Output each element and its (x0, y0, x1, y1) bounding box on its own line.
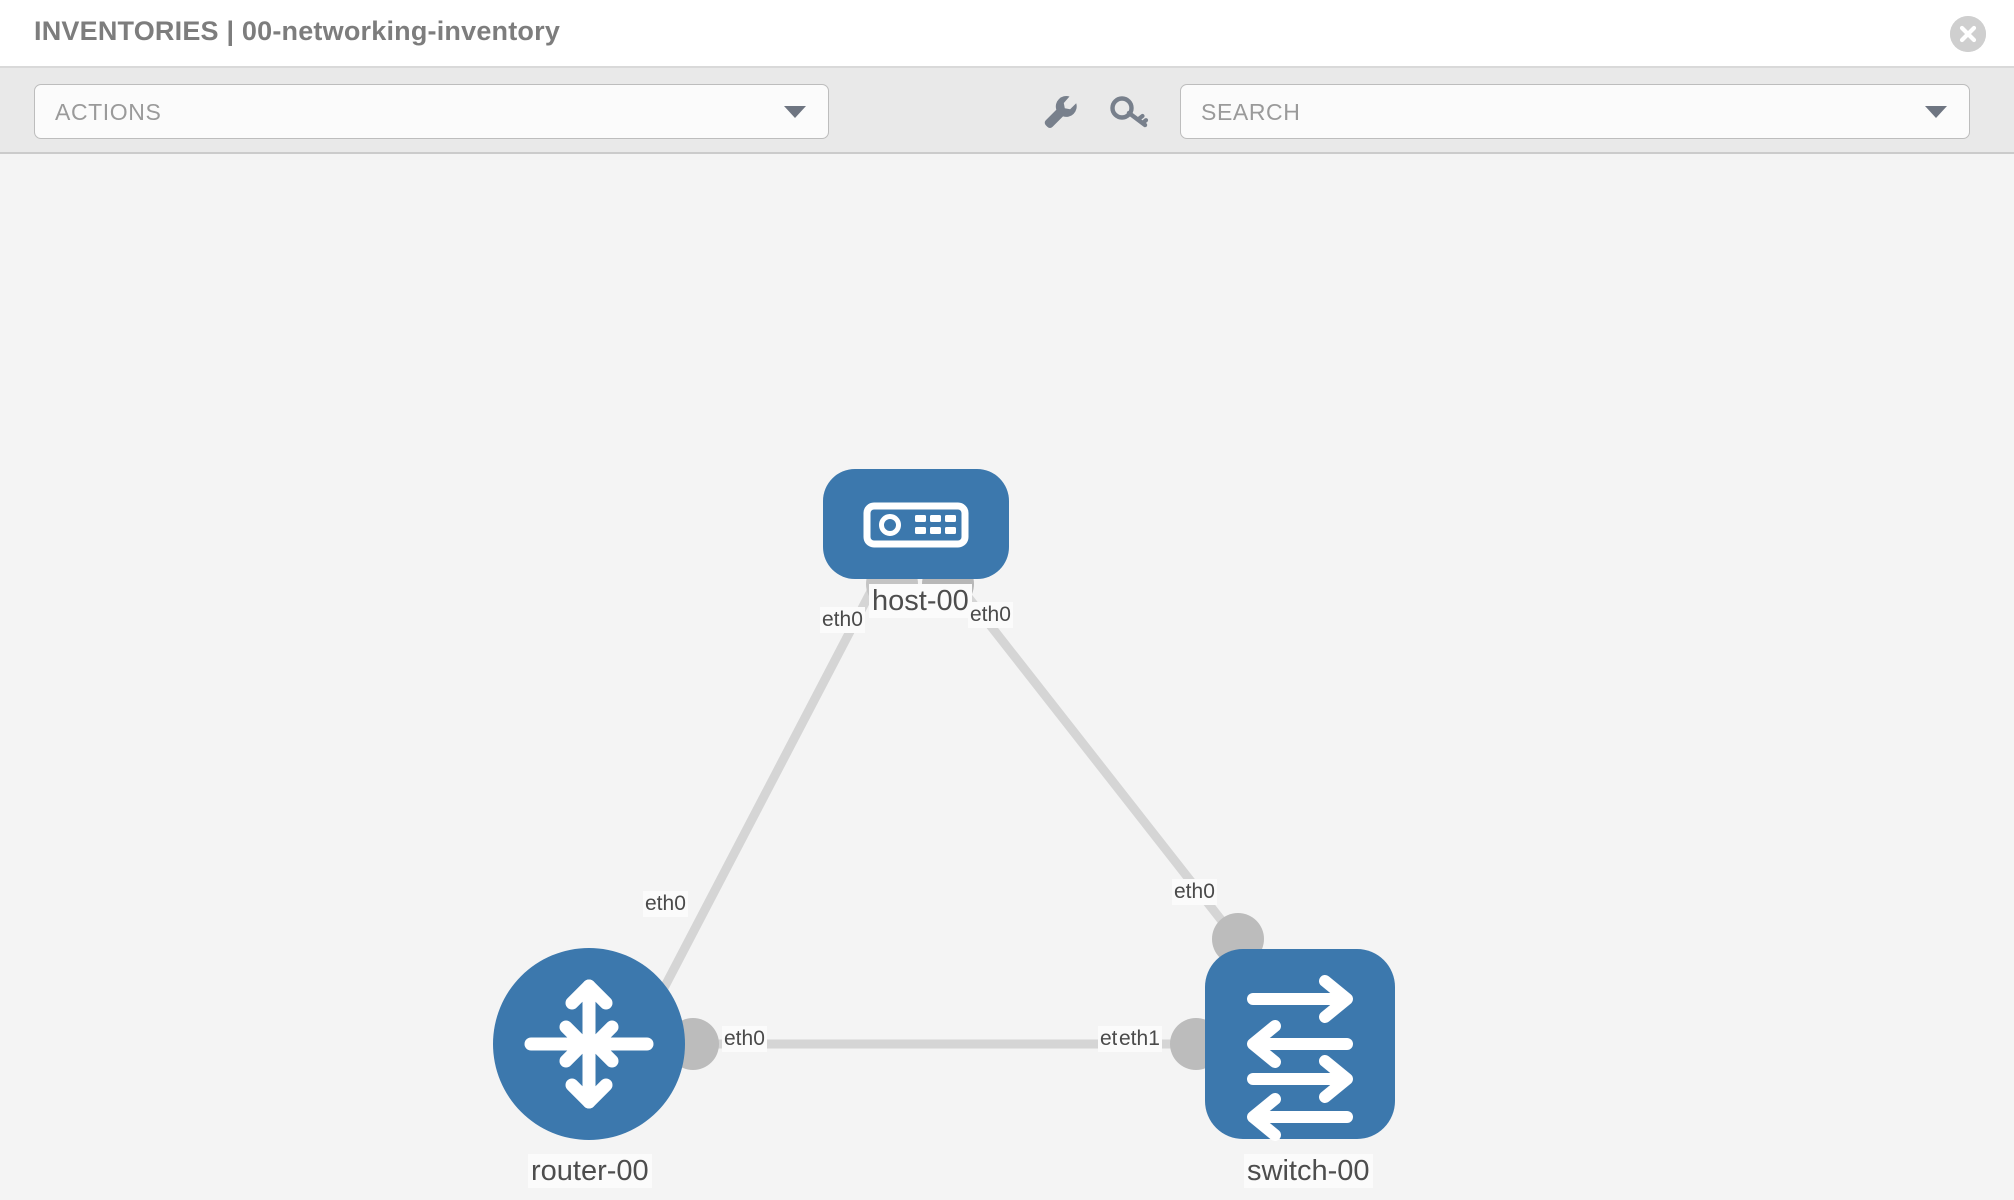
chevron-down-icon[interactable] (1925, 106, 1947, 118)
search-input[interactable]: SEARCH (1180, 84, 1970, 139)
search-placeholder: SEARCH (1201, 99, 1301, 125)
topology-canvas[interactable]: host-00 router-00 switch-00 eth0 eth0 et… (0, 154, 2014, 1200)
close-icon[interactable] (1950, 16, 1986, 52)
topology-graph (493, 469, 1395, 1141)
node-label-switch-00: switch-00 (1244, 1154, 1373, 1188)
iface-label: eth0 (968, 602, 1013, 628)
node-router-00 (493, 948, 685, 1140)
iface-label: eth0 (1172, 879, 1217, 905)
node-label-router-00: router-00 (528, 1154, 652, 1188)
actions-dropdown[interactable]: ACTIONS (34, 84, 829, 139)
toolbar: ACTIONS SEARCH (0, 68, 2014, 154)
page-title: INVENTORIES | 00-networking-inventory (34, 16, 561, 46)
iface-label: eth0 (820, 607, 865, 633)
node-switch-00 (1205, 949, 1395, 1141)
iface-label: eth0 (722, 1026, 767, 1052)
node-label-host-00: host-00 (869, 584, 972, 618)
iface-label: eth0 (643, 891, 688, 917)
iface-label: eth1 (1117, 1026, 1162, 1052)
key-icon[interactable] (1105, 88, 1153, 136)
chevron-down-icon (784, 106, 806, 118)
edge-host-router (636, 571, 884, 1037)
actions-dropdown-label: ACTIONS (55, 99, 162, 125)
page-header: INVENTORIES | 00-networking-inventory (0, 0, 2014, 68)
node-host-00 (823, 469, 1009, 579)
wrench-icon[interactable] (1036, 88, 1084, 136)
